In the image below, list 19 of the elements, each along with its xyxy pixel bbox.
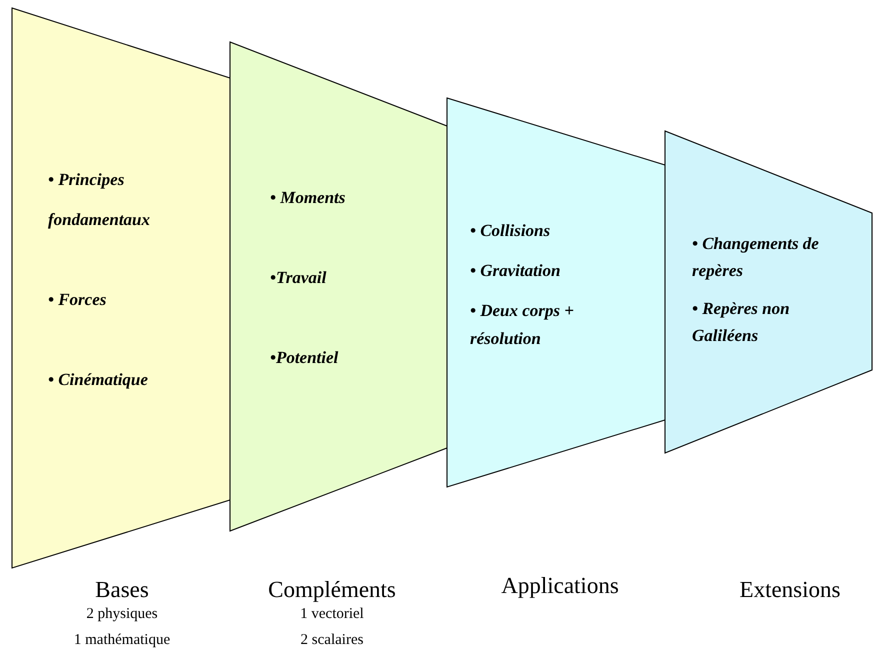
list-item: • Deux corps + résolution: [470, 300, 575, 350]
list-item: •Travail: [270, 267, 328, 289]
list-item: • Gravitation: [470, 260, 562, 282]
stage-title: Compléments: [268, 577, 396, 602]
list-item: • Forces: [48, 289, 108, 311]
list-item: • Principes fondamentaux: [48, 169, 152, 231]
list-item: • Moments: [270, 187, 346, 209]
stage-title: Bases: [95, 577, 149, 602]
list-item: •Potentiel: [270, 347, 340, 369]
list-item: • Changements de repères: [692, 233, 820, 282]
list-item: • Cinématique: [48, 369, 149, 391]
stage-note: 2 physiques: [86, 606, 158, 622]
stage-note: 2 scalaires: [300, 632, 364, 648]
list-item: • Repères non Galiléens: [692, 298, 791, 347]
stage-title: Applications: [501, 573, 619, 598]
stage-title: Extensions: [740, 577, 840, 602]
stage-note: 1 vectoriel: [300, 606, 364, 622]
list-item: • Collisions: [470, 220, 552, 242]
stage-note: 1 mathématique: [74, 632, 170, 648]
